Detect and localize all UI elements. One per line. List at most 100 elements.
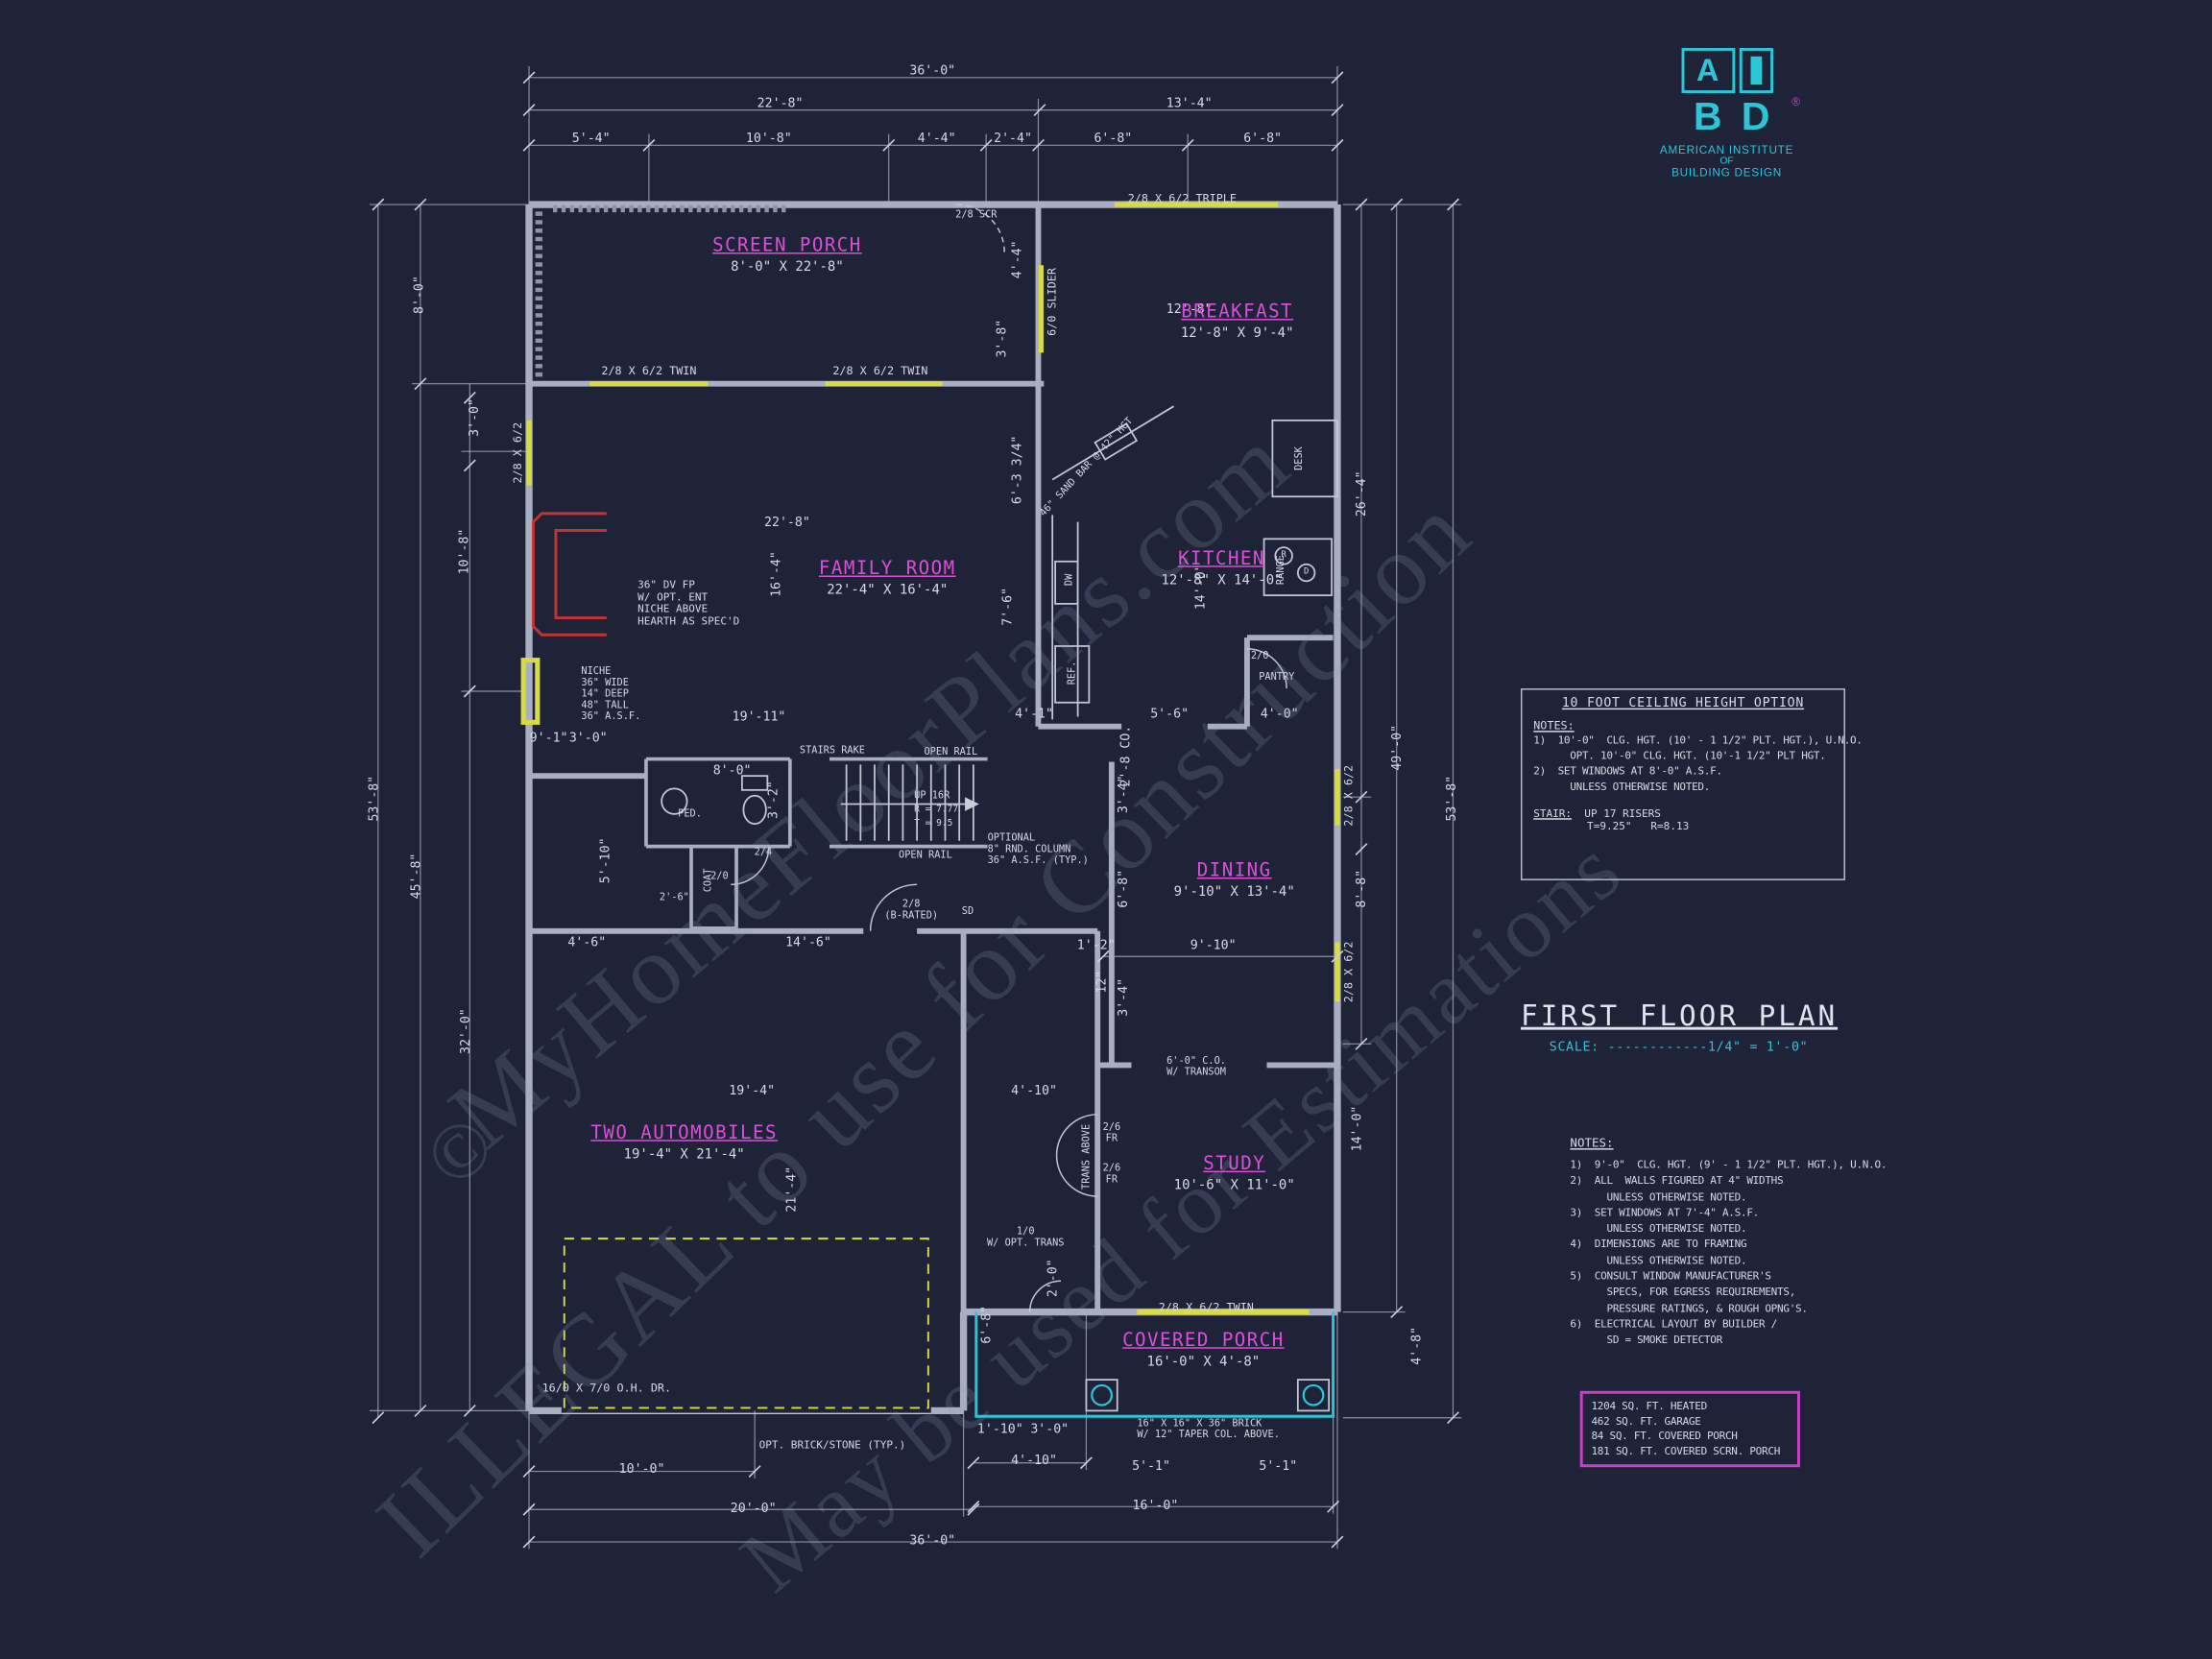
area-line: 462 SQ. FT. GARAGE	[1591, 1414, 1701, 1428]
dim-label: 10'-0"	[618, 1462, 665, 1478]
room-dimensions: 16'-0" X 4'-8"	[1146, 1354, 1261, 1370]
annotation: 6/0 SLIDER	[1046, 268, 1059, 336]
dim-label: 22'-8"	[764, 516, 810, 531]
drawing-title: FIRST FLOOR PLAN	[1520, 998, 1839, 1033]
annotation: 2/8 X 6/2	[1341, 941, 1356, 1003]
dim-label: 2'-4"	[994, 132, 1032, 147]
dim-label: 8'-0"	[712, 764, 752, 779]
dim-label: 13'-4"	[1166, 97, 1213, 111]
room-dimensions: 9'-10" X 13'-4"	[1173, 884, 1295, 901]
note-line: UNLESS OTHERWISE NOTED.	[1570, 1221, 1747, 1235]
annotation: DESK	[1293, 446, 1306, 470]
annotation: R	[1281, 549, 1286, 560]
dim-label: 4'-6"	[567, 936, 607, 951]
dim-label: 6'-8"	[1094, 132, 1133, 147]
dim-label: 53'-8"	[1445, 775, 1460, 822]
dim-label: 14'-6"	[785, 936, 831, 951]
stair-direction-arrow	[965, 797, 979, 811]
annotation: 46" SAND BAR @ 42" HGT	[1037, 415, 1136, 519]
windows	[520, 202, 1340, 1315]
screen-hatch	[535, 204, 790, 378]
room-name: TWO AUTOMOBILES	[590, 1122, 778, 1144]
room-dimensions: 10'-6" X 11'-0"	[1173, 1177, 1295, 1194]
dim-label: 53'-8"	[368, 775, 382, 822]
room-name: SCREEN PORCH	[712, 235, 862, 257]
dim-label: 16'-4"	[770, 551, 784, 597]
drawing-title-block: FIRST FLOOR PLAN SCALE: ------------1/4"…	[1521, 998, 1837, 1055]
aibd-logo: A B D ® AMERICAN INSTITUTE OF BUILDING D…	[1647, 47, 1806, 180]
note-line: UNLESS OTHERWISE NOTED.	[1570, 1190, 1747, 1203]
registered-mark: ®	[1791, 95, 1800, 109]
dim-label: 3'-0"	[568, 732, 608, 747]
dim-label: 9'-10"	[1190, 939, 1237, 954]
dim-label: 26'-4"	[1355, 470, 1370, 517]
dim-label: 36'-0"	[909, 1534, 956, 1550]
annotation: 2/6 FR	[1102, 1162, 1121, 1186]
dim-label: 3'-0"	[468, 398, 483, 437]
area-line: 1204 SQ. FT. HEATED	[1591, 1399, 1707, 1412]
logo-letter-d: D	[1741, 94, 1770, 138]
panel-line: 1) 10'-0" CLG. HGT. (10' - 1 1/2" PLT. H…	[1533, 733, 1863, 747]
annotation: PANTRY	[1259, 671, 1295, 684]
dim-label: 8'-8"	[1355, 869, 1370, 908]
room-dimensions: 12'-8" X 14'-0"	[1161, 572, 1283, 589]
partition-walls	[644, 757, 988, 930]
room-name: KITCHEN	[1178, 548, 1265, 570]
annotation: OPT. BRICK/STONE (TYP.)	[758, 1438, 906, 1452]
dim-label: 6'-3 3/4"	[1011, 435, 1025, 505]
annotation: 2/6 FR	[1102, 1121, 1121, 1144]
annotation: 16/0 X 7/0 O.H. DR.	[541, 1382, 672, 1395]
dim-label: 4'-10"	[1011, 1454, 1057, 1469]
panel-line: OPT. 10'-0" CLG. HGT. (10'-1 1/2" PLT HG…	[1533, 749, 1826, 762]
annotation: STAIRS RAKE	[799, 744, 865, 757]
dim-label: 3'-0"	[1030, 1423, 1070, 1438]
general-notes-panel: NOTES: 1) 9'-0" CLG. HGT. (9' - 1 1/2" P…	[1570, 1137, 1887, 1348]
ceiling-panel-notes: 1) 10'-0" CLG. HGT. (10' - 1 1/2" PLT. H…	[1533, 733, 1863, 795]
note-line: 1) 9'-0" CLG. HGT. (9' - 1 1/2" PLT. HGT…	[1570, 1158, 1887, 1171]
area-line: 181 SQ. FT. COVERED SCRN. PORCH	[1591, 1443, 1781, 1457]
dim-label: 5'-1"	[1132, 1459, 1170, 1475]
annotation: 2/4	[754, 846, 773, 858]
dim-label: 22'-8"	[757, 97, 804, 111]
room-name: FAMILY ROOM	[818, 558, 956, 580]
dim-label: 10'-8"	[458, 528, 472, 575]
room-dimensions: 19'-4" X 21'-4"	[623, 1146, 745, 1163]
dim-label: 16'-0"	[1132, 1499, 1179, 1514]
stair-note-2: T=9.25" R=8.13	[1587, 819, 1690, 832]
stair-note: STAIR: UP 17 RISERS	[1533, 806, 1661, 820]
room-dimensions: 22'-4" X 16'-4"	[827, 582, 949, 599]
interior-walls	[529, 204, 1337, 1312]
dim-label: 4'-0"	[1260, 708, 1299, 723]
room-name: DINING	[1196, 860, 1272, 882]
logo-letter-b: B	[1693, 94, 1722, 138]
annotation: 36" DV FP W/ OPT. ENT NICHE ABOVE HEARTH…	[637, 578, 740, 628]
room-name: STUDY	[1203, 1153, 1266, 1175]
dim-label: 5'-10"	[599, 837, 613, 884]
annotation: 1/0 W/ OPT. TRANS	[986, 1225, 1065, 1249]
dim-label: 5'-4"	[571, 132, 611, 147]
annotation: T = 9.5	[914, 817, 953, 829]
annotation: OPEN RAIL	[924, 746, 978, 758]
ceiling-height-option-panel: 10 FOOT CEILING HEIGHT OPTION NOTES: 1) …	[1520, 688, 1863, 880]
fixtures	[661, 405, 1338, 841]
annotation: 2/0	[710, 870, 729, 882]
annotation: 6'-0" C.O. W/ TRANSOM	[1166, 1055, 1227, 1078]
panel-line: UNLESS OTHERWISE NOTED.	[1533, 780, 1711, 793]
dim-label: 10'-8"	[745, 132, 792, 147]
dim-label: 4'-4"	[917, 132, 956, 147]
room-name: BREAKFAST	[1181, 301, 1294, 324]
note-line: SPECS, FOR EGRESS REQUIREMENTS,	[1570, 1286, 1796, 1299]
logo-line2: OF	[1719, 156, 1734, 167]
dim-label: 36'-0"	[909, 64, 956, 80]
dim-label: 4'-4"	[1011, 240, 1025, 279]
porch-columns	[1085, 1379, 1331, 1412]
room-label-kitchen: KITCHEN 12'-8" X 14'-0"	[1161, 549, 1282, 589]
annotation: 2/8 X 6/2 TWIN	[601, 364, 697, 377]
room-label-study: STUDY 10'-6" X 11'-0"	[1174, 1154, 1295, 1193]
garage-door	[561, 1238, 931, 1415]
niche-marker	[520, 658, 541, 725]
dim-label: 8'-0"	[413, 276, 427, 315]
